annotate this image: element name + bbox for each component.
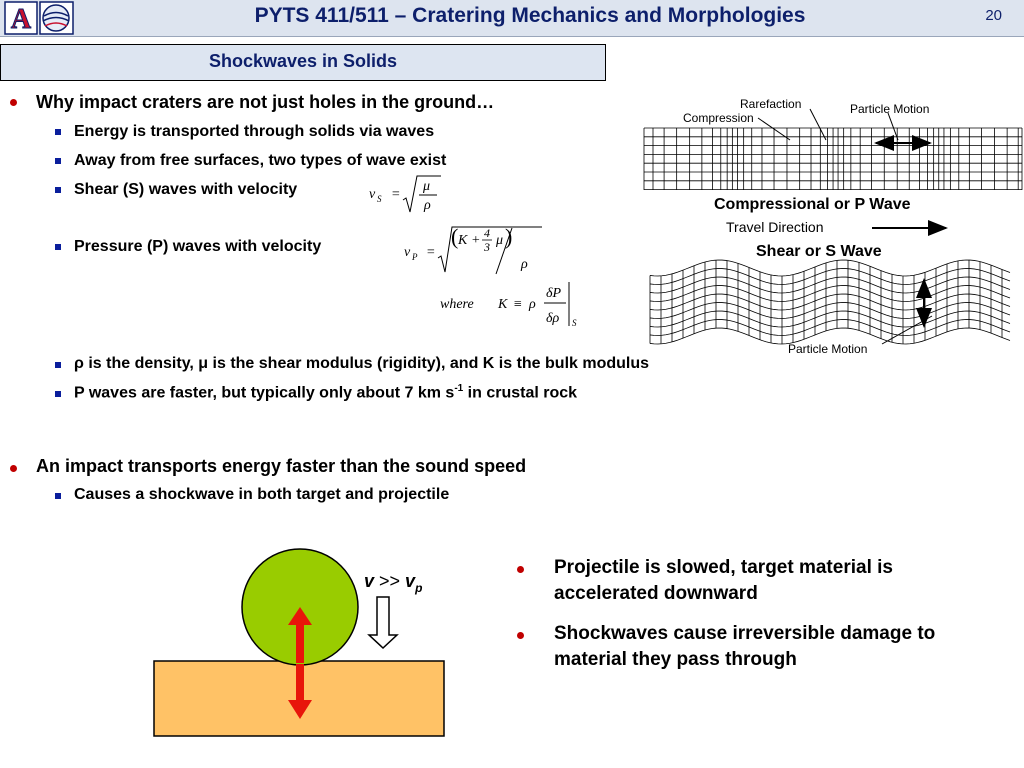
bullet-why-craters: Why impact craters are not just holes in… xyxy=(36,92,495,112)
s-wave-grid xyxy=(649,259,1011,345)
eq-vp-lhs: v xyxy=(404,245,411,260)
eq-vp-fnum: 4 xyxy=(484,226,490,240)
eq-vp-den: ρ xyxy=(520,257,528,272)
label-particle-motion-top: Particle Motion xyxy=(850,102,929,116)
eq-k-where: where xyxy=(440,297,474,312)
wave-diagram: Rarefaction Compression Particle Motion … xyxy=(643,97,1023,356)
eq-k-num: δP xyxy=(546,286,562,301)
eq-k-sub: S xyxy=(572,318,577,328)
label-s-wave: Shear or S Wave xyxy=(756,243,882,260)
bullet-dot xyxy=(10,465,17,472)
eq-k-equiv: ≡ xyxy=(513,297,522,312)
label-p-wave: Compressional or P Wave xyxy=(714,196,911,213)
velocity-label: v >> vp xyxy=(364,571,422,595)
eq-k-k: K xyxy=(497,297,508,312)
section-title-box: Shockwaves in Solids xyxy=(0,44,606,81)
section-title: Shockwaves in Solids xyxy=(208,51,398,71)
label-rarefaction: Rarefaction xyxy=(740,97,801,111)
sub-bullet-two-types: Away from free surfaces, two types of wa… xyxy=(74,152,447,169)
page-number: 20 xyxy=(985,7,1002,24)
shock-arrows xyxy=(288,607,312,719)
sub-bullet-shockwave: Causes a shockwave in both target and pr… xyxy=(74,486,450,503)
eq-vs-lhs: v xyxy=(369,187,376,202)
bullet-dot xyxy=(517,632,524,639)
impact-diagram: v >> vp xyxy=(153,548,445,737)
header-bar xyxy=(0,0,1024,37)
sub-bullet-energy: Energy is transported through solids via… xyxy=(74,123,435,140)
bullet-square xyxy=(55,244,61,250)
downward-arrow-icon xyxy=(367,596,399,650)
bullet-square xyxy=(55,187,61,193)
eq-vs-sub: S xyxy=(377,194,382,204)
bullet-square xyxy=(55,362,61,368)
university-logo: A xyxy=(4,1,74,35)
logo-letter: A xyxy=(11,4,32,35)
bullet-impact-energy: An impact transports energy faster than … xyxy=(36,456,527,476)
eq-vs-den: ρ xyxy=(423,198,431,213)
sub-bullet-density: ρ is the density, μ is the shear modulus… xyxy=(74,355,650,372)
sub-bullet-p-speed: P waves are faster, but typically only a… xyxy=(74,383,578,402)
bullet-dot xyxy=(517,566,524,573)
eq-vp-sub: P xyxy=(411,252,418,262)
sub-bullet-shear: Shear (S) waves with velocity xyxy=(74,181,298,198)
eq-vp-fden: 3 xyxy=(483,240,490,254)
bullet-dot xyxy=(10,99,17,106)
equation-vp: v P = ( K + 4 3 μ ) ρ xyxy=(404,224,542,275)
eq-vp-k: K xyxy=(457,233,468,248)
eq-k-den: δρ xyxy=(546,311,560,326)
equation-vs: v S = μ ρ xyxy=(369,175,441,213)
bullet-irreversible-damage: Shockwaves cause irreversible damage to … xyxy=(554,623,936,670)
eq-k-rho: ρ xyxy=(528,297,536,312)
p-wave-grid xyxy=(643,127,1023,190)
label-particle-motion-bottom: Particle Motion xyxy=(788,342,867,356)
bullet-square xyxy=(55,391,61,397)
svg-text:(: ( xyxy=(451,224,458,249)
bullet-square xyxy=(55,493,61,499)
bullet-projectile-slowed: Projectile is slowed, target material is… xyxy=(554,557,893,604)
bullet-square xyxy=(55,129,61,135)
eq-vp-equals: = xyxy=(426,245,435,260)
equation-k-definition: where K ≡ ρ δP δρ S xyxy=(440,282,577,328)
eq-vs-num: μ xyxy=(422,179,430,194)
label-travel-direction: Travel Direction xyxy=(726,219,824,235)
eq-vp-plus: + xyxy=(471,233,480,248)
bullet-square xyxy=(55,158,61,164)
eq-vs-equals: = xyxy=(391,187,400,202)
sub-bullet-pressure: Pressure (P) waves with velocity xyxy=(74,238,322,255)
header-title: PYTS 411/511 – Cratering Mechanics and M… xyxy=(254,4,806,27)
label-compression: Compression xyxy=(683,111,754,125)
eq-vp-mu: μ xyxy=(495,233,503,248)
